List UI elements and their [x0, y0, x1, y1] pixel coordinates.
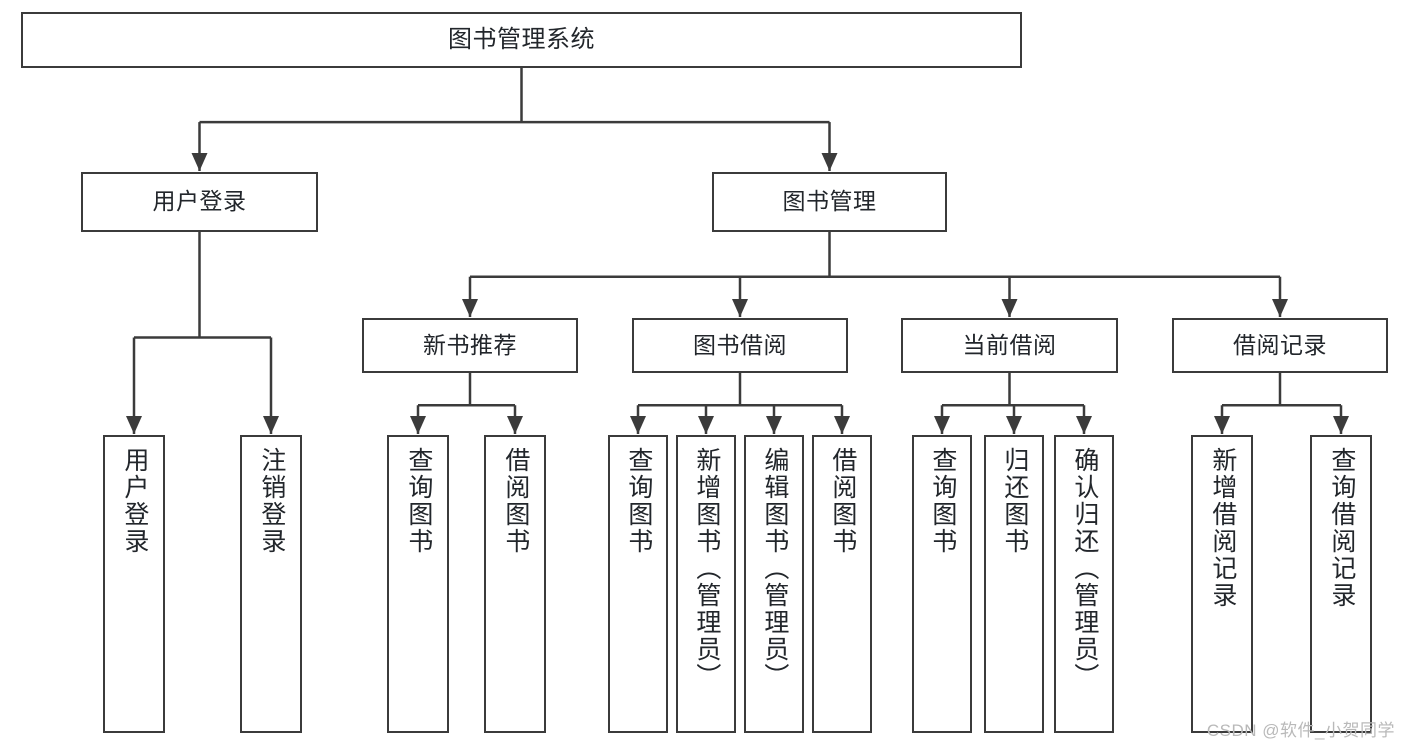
arrowhead-icon — [1214, 416, 1230, 434]
arrowhead-icon — [126, 416, 142, 434]
arrowhead-icon — [507, 416, 523, 434]
node-label: 借阅图书 — [501, 447, 530, 555]
arrowhead-icon — [1006, 416, 1022, 434]
watermark: CSDN @软件_小贺同学 — [1206, 721, 1395, 740]
arrowhead-icon — [630, 416, 646, 434]
node-label: 查询图书 — [404, 447, 433, 555]
node-leaf-borrow-book-2[interactable]: 借阅图书 — [812, 435, 872, 733]
node-label: 新增借阅记录 — [1208, 447, 1237, 609]
arrowhead-icon — [834, 416, 850, 434]
node-leaf-query-borrow-record[interactable]: 查询借阅记录 — [1310, 435, 1372, 733]
node-leaf-confirm-return-admin[interactable]: 确认归还（管理员） — [1054, 435, 1114, 733]
node-label: 用户登录 — [152, 188, 247, 215]
node-leaf-add-borrow-record[interactable]: 新增借阅记录 — [1191, 435, 1253, 733]
arrowhead-icon — [462, 299, 478, 317]
node-label: 注销登录 — [257, 447, 286, 555]
node-label: 当前借阅 — [962, 331, 1057, 358]
node-label: 查询借阅记录 — [1327, 447, 1356, 609]
arrowhead-icon — [821, 153, 838, 171]
node-borrow-record[interactable]: 借阅记录 — [1172, 318, 1388, 373]
node-leaf-return-book[interactable]: 归还图书 — [984, 435, 1044, 733]
arrowhead-icon — [766, 416, 782, 434]
node-label: 图书管理系统 — [448, 25, 595, 53]
arrowhead-icon — [1333, 416, 1349, 434]
arrowhead-icon — [934, 416, 950, 434]
node-label: 编辑图书（管理员） — [760, 447, 789, 690]
node-label: 用户登录 — [120, 447, 149, 555]
node-label: 确认归还（管理员） — [1070, 447, 1099, 690]
node-label: 查询图书 — [624, 447, 653, 555]
node-book-borrow[interactable]: 图书借阅 — [632, 318, 848, 373]
node-new-book-recommend[interactable]: 新书推荐 — [362, 318, 578, 373]
node-user-login[interactable]: 用户登录 — [81, 172, 318, 232]
node-book-management[interactable]: 图书管理 — [712, 172, 947, 232]
node-leaf-query-book-3[interactable]: 查询图书 — [912, 435, 972, 733]
arrowhead-icon — [410, 416, 426, 434]
node-leaf-borrow-book-1[interactable]: 借阅图书 — [484, 435, 546, 733]
node-label: 图书管理 — [782, 188, 877, 215]
node-label: 新增图书（管理员） — [692, 447, 721, 690]
arrowhead-icon — [1076, 416, 1092, 434]
arrowhead-icon — [698, 416, 714, 434]
node-leaf-edit-book-admin[interactable]: 编辑图书（管理员） — [744, 435, 804, 733]
node-leaf-logout-login[interactable]: 注销登录 — [240, 435, 302, 733]
node-label: 图书借阅 — [693, 331, 787, 358]
node-root-system[interactable]: 图书管理系统 — [21, 12, 1022, 68]
arrowhead-icon — [1001, 299, 1018, 317]
arrowhead-icon — [732, 299, 748, 317]
arrowhead-icon — [263, 416, 279, 434]
node-label: 归还图书 — [1000, 447, 1029, 555]
node-label: 查询图书 — [928, 447, 957, 555]
node-label: 借阅图书 — [828, 447, 857, 555]
node-label: 借阅记录 — [1233, 331, 1327, 358]
node-label: 新书推荐 — [423, 331, 517, 358]
node-leaf-add-book-admin[interactable]: 新增图书（管理员） — [676, 435, 736, 733]
node-current-borrow[interactable]: 当前借阅 — [901, 318, 1118, 373]
arrowhead-icon — [191, 153, 208, 171]
node-leaf-query-book-1[interactable]: 查询图书 — [387, 435, 449, 733]
arrowhead-icon — [1272, 299, 1288, 317]
node-leaf-user-login[interactable]: 用户登录 — [103, 435, 165, 733]
node-leaf-query-book-2[interactable]: 查询图书 — [608, 435, 668, 733]
